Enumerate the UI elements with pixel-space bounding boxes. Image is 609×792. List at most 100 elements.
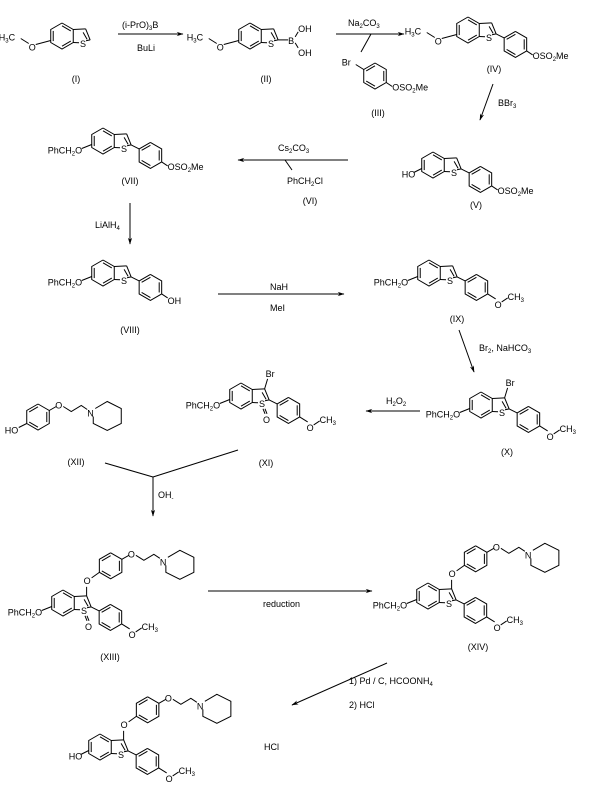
subscript: 2 <box>398 284 402 290</box>
bond <box>121 554 130 560</box>
bond <box>128 715 137 723</box>
bond <box>299 416 308 423</box>
reagent-r4-above: Cs2CO3 <box>278 143 310 155</box>
bond <box>86 615 90 621</box>
ether-oxygen: O <box>449 569 456 579</box>
bond <box>49 406 57 411</box>
subscript: 3 <box>411 33 415 39</box>
double-bond <box>101 570 111 577</box>
compound-V-benzene <box>421 151 445 179</box>
text-part: O <box>495 300 502 310</box>
text-part: PhCH <box>186 401 210 411</box>
text-part: S <box>451 168 457 178</box>
bond <box>123 739 129 752</box>
subscript: 2 <box>289 149 293 155</box>
subscript: 2 <box>403 402 407 408</box>
bond <box>73 28 86 30</box>
ring-outline <box>421 151 445 179</box>
ring-outline <box>417 259 441 287</box>
compound-II-benzene <box>238 22 262 50</box>
compound-label-XI: (XI) <box>259 458 274 468</box>
bond <box>456 168 462 171</box>
text-part: O <box>75 278 82 288</box>
ethylene-linker <box>62 404 88 413</box>
text-part: C <box>415 27 422 37</box>
ring-outline <box>464 273 489 301</box>
mesylate-group: OSO2Me <box>498 186 534 198</box>
double-bond <box>428 262 439 269</box>
text-part: S <box>447 276 453 286</box>
double-bond <box>82 32 88 40</box>
text-part: PhCH <box>48 278 72 288</box>
methyl-group: H3C <box>187 33 204 45</box>
double-bond <box>240 400 251 407</box>
subscript: 3 <box>192 772 196 778</box>
text-part: O <box>263 415 270 425</box>
compound-label-VIII: (VIII) <box>120 325 140 335</box>
bond <box>264 399 270 402</box>
ring-outline <box>463 545 488 573</box>
ring-outline <box>516 405 541 433</box>
bond <box>81 144 92 149</box>
compound-VII-phenyl <box>138 141 163 169</box>
double-bond <box>61 40 72 47</box>
reagent-r8-above: H2O2 <box>386 396 407 408</box>
double-bond <box>365 65 376 72</box>
arrow-r7 <box>458 329 475 373</box>
bond <box>84 615 88 621</box>
text-part: (i-PrO) <box>122 20 149 30</box>
sulfur-atom: S <box>451 168 457 178</box>
double-bond <box>83 599 89 607</box>
bond <box>526 50 533 56</box>
bond <box>273 28 279 41</box>
ring-outline <box>135 747 160 775</box>
double-bond <box>28 421 39 428</box>
compound-label-III: (III) <box>371 108 385 118</box>
text-part: CH <box>179 766 192 776</box>
double-bond <box>120 743 126 751</box>
double-bond <box>453 161 459 169</box>
text-part: PhCH <box>374 278 398 288</box>
compound-X-phenyl <box>516 405 541 433</box>
text-part: C <box>197 33 204 43</box>
text-part: S <box>81 606 87 616</box>
double-bond <box>240 385 251 392</box>
bond <box>500 620 507 626</box>
text-part: N <box>525 550 532 560</box>
subscript: 4 <box>117 226 121 232</box>
text-part: B <box>152 20 158 30</box>
text-part: O <box>129 630 136 640</box>
text-part: N <box>87 409 94 419</box>
text-part: Cs <box>278 143 289 153</box>
sulfur-atom: S <box>118 750 124 760</box>
compound-XIII-piperidine-ring <box>165 549 195 580</box>
subscript: 3 <box>573 430 577 436</box>
arrow-r11 <box>291 662 388 706</box>
aryl-bond <box>508 408 518 414</box>
reagent-r1-below: BuLi <box>137 43 155 53</box>
subscript: 3 <box>306 149 310 155</box>
compound-IX-benzene <box>417 259 441 287</box>
bond <box>504 397 510 410</box>
compound-VIII-phenyl <box>138 273 163 301</box>
compound-label-IV: (IV) <box>487 64 502 74</box>
sulfur-atom: S <box>447 276 453 286</box>
compound-label-II: (II) <box>261 74 272 84</box>
bond <box>158 767 167 774</box>
bond <box>123 750 129 753</box>
compound-XIII-phenyl <box>98 603 123 631</box>
bond <box>451 599 457 602</box>
double-bond <box>249 25 260 32</box>
bond <box>504 387 509 398</box>
double-bond <box>519 408 529 415</box>
text-part: HO <box>69 752 83 762</box>
text-part: O <box>75 146 82 156</box>
compound-label-VI: (VI) <box>303 196 318 206</box>
bond <box>440 265 453 267</box>
oxygen-atom: O <box>547 432 554 442</box>
text-part: OSO <box>392 83 412 93</box>
double-bond <box>138 714 148 721</box>
compound-XIV-phenoxy-ring <box>463 545 488 573</box>
bond <box>18 423 27 428</box>
bond <box>114 133 127 135</box>
